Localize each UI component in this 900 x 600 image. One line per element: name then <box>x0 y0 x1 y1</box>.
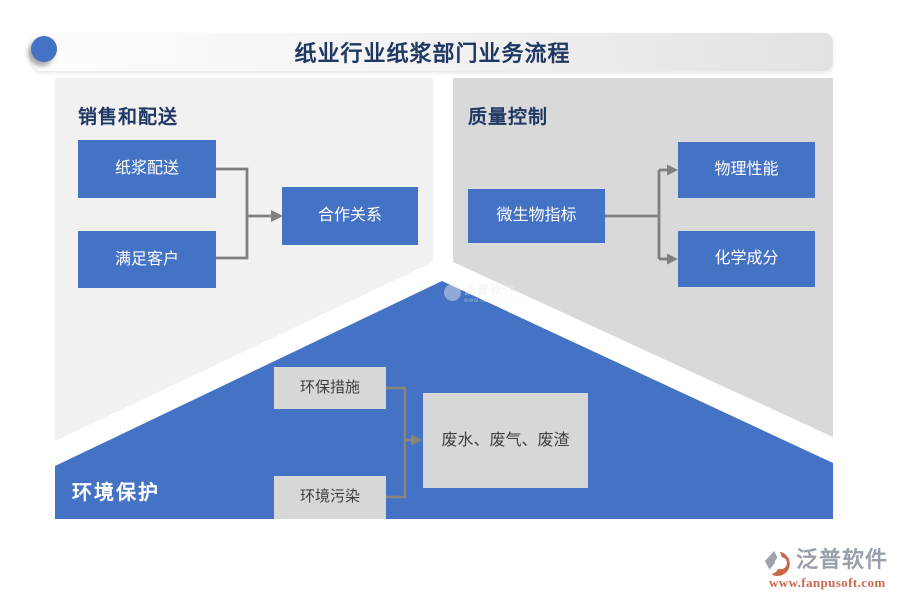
node-protection-measures: 环保措施 <box>274 367 386 409</box>
title-bar: 纸业行业纸浆部门业务流程 <box>32 33 833 71</box>
title-bullet-dot <box>31 36 57 62</box>
footer-brand: 泛普软件 <box>762 547 889 580</box>
quality-arrowhead-top <box>667 164 678 176</box>
quality-connector <box>605 168 668 261</box>
footer-brand-url: www.fanpusoft.com <box>769 575 886 590</box>
environment-section-header: 环境保护 <box>72 482 160 504</box>
node-physical-properties: 物理性能 <box>678 142 815 198</box>
sales-section-header: 销售和配送 <box>78 107 179 128</box>
node-waste-water-gas-residue: 废水、废气、废渣 <box>423 393 588 488</box>
page-title: 纸业行业纸浆部门业务流程 <box>294 41 571 66</box>
footer-brand-name: 泛普软件 <box>796 547 889 572</box>
sales-arrowhead <box>271 210 283 222</box>
sales-connector <box>216 167 272 260</box>
fanpu-logo-icon <box>764 550 790 577</box>
environment-connector <box>386 386 412 499</box>
environment-arrowhead <box>411 434 422 446</box>
node-pollution: 环境污染 <box>274 476 386 519</box>
node-chemical-composition: 化学成分 <box>678 231 815 287</box>
quality-arrowhead-bottom <box>667 253 678 265</box>
quality-section-header: 质量控制 <box>468 107 549 128</box>
node-satisfy-customers: 满足客户 <box>78 231 216 288</box>
node-microbial-index: 微生物指标 <box>468 189 605 243</box>
node-partnership: 合作关系 <box>282 187 418 245</box>
node-pulp-delivery: 纸浆配送 <box>78 140 216 198</box>
